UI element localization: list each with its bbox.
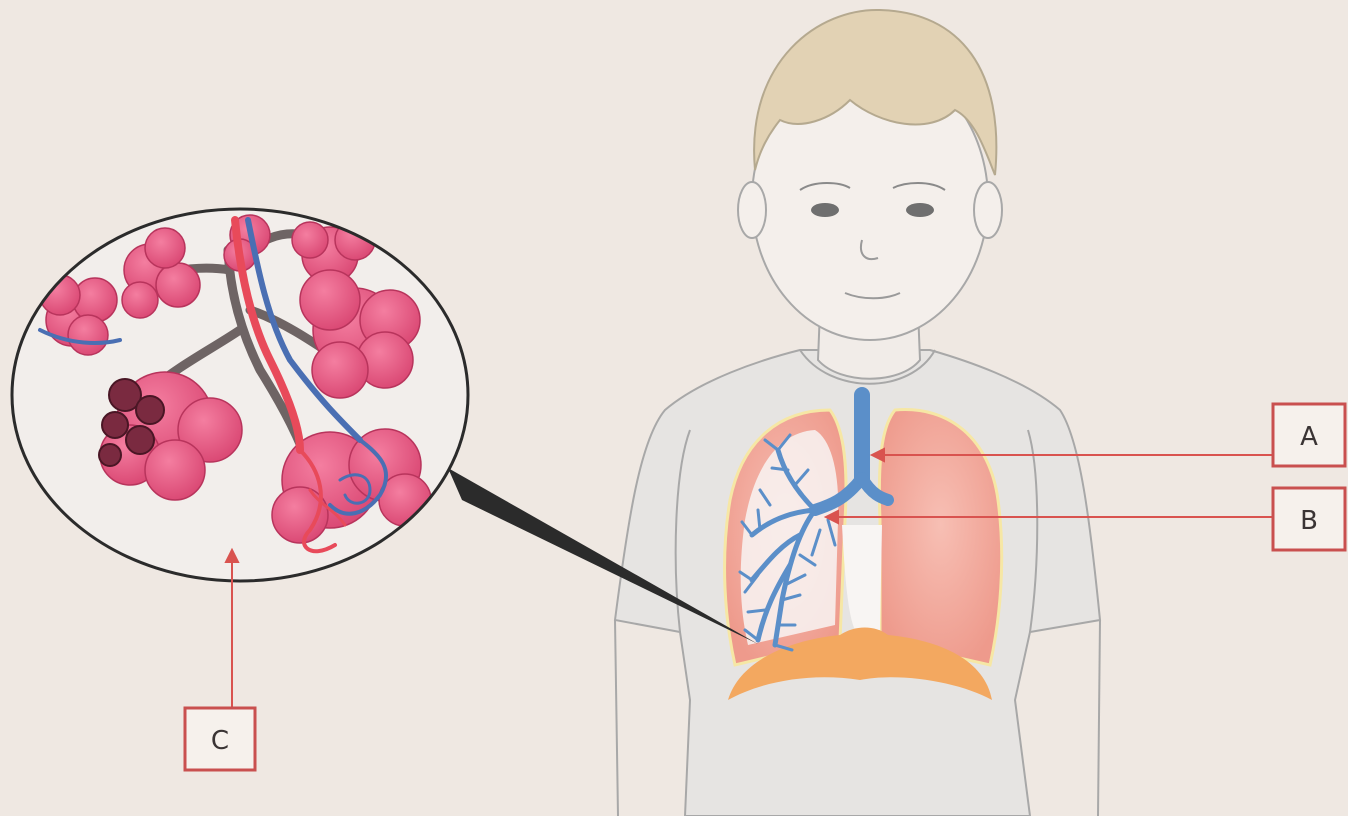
label-a-text: A xyxy=(1300,422,1318,452)
label-b-box: B xyxy=(1273,488,1345,550)
label-b-text: B xyxy=(1300,506,1318,536)
label-c-box: C xyxy=(185,708,255,770)
label-c-text: C xyxy=(211,726,229,756)
label-a-box: A xyxy=(1273,404,1345,466)
